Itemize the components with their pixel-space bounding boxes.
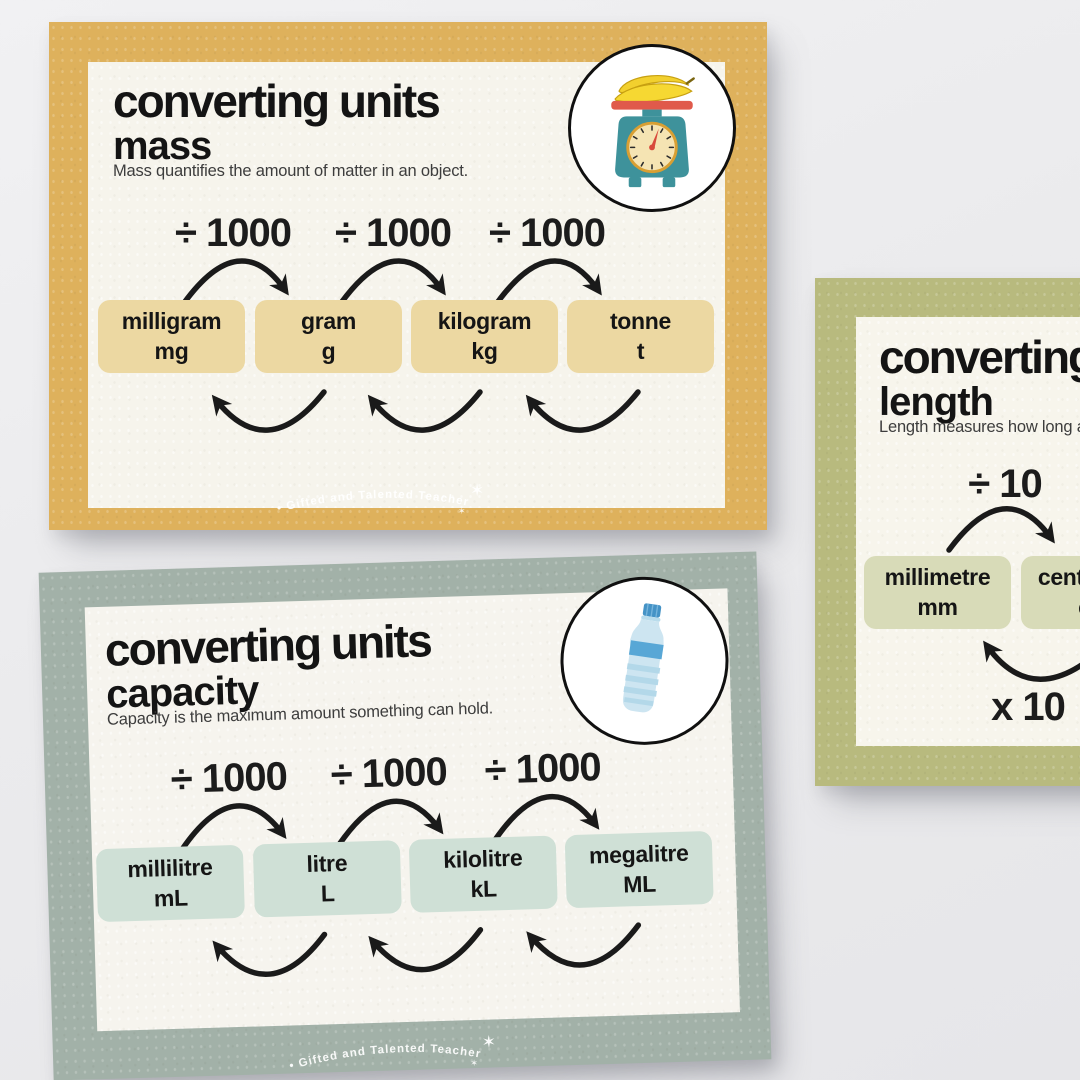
- poster-mass: converting units mass Mass quantifies th…: [49, 22, 767, 530]
- unit-name: milligram: [121, 308, 222, 334]
- unit-box: kilogram kg: [411, 300, 558, 373]
- divide-label: ÷ 1000: [484, 745, 602, 793]
- multiply-label: x 10: [991, 685, 1066, 729]
- unit-name: litre: [306, 849, 348, 877]
- dial-ticks: [629, 125, 675, 170]
- watermark-star: ✶: [470, 1058, 478, 1068]
- poster-subtitle: mass: [113, 124, 212, 168]
- watermark: • Gifted and Talented Teacher ✶ ✶: [288, 1032, 497, 1073]
- unit-box: gram g: [255, 300, 402, 373]
- unit-box: tonne t: [567, 300, 714, 373]
- scale-plate: [611, 100, 693, 110]
- unit-box: centimetre cm: [1021, 556, 1080, 629]
- unit-symbol: ML: [622, 870, 657, 898]
- divide-label: ÷ 1000: [488, 211, 606, 255]
- kitchen-scale-icon: [611, 75, 695, 188]
- unit-name: megalitre: [588, 839, 689, 869]
- divide-label: ÷ 1000: [170, 754, 288, 802]
- poster-title: converting units: [879, 331, 1080, 383]
- unit-symbol: t: [636, 338, 645, 364]
- watermark: • Gifted and Talented Teacher ✶ ✶: [276, 481, 484, 516]
- divide-label: ÷ 1000: [334, 211, 452, 255]
- unit-name: kilogram: [437, 308, 532, 334]
- unit-box: millilitre mL: [95, 844, 245, 923]
- svg-text:• Gifted and Talented Teacher: • Gifted and Talented Teacher: [276, 489, 470, 515]
- unit-symbol: mL: [153, 884, 189, 912]
- unit-box: milligram mg: [98, 300, 245, 373]
- unit-symbol: mm: [917, 594, 958, 620]
- divide-label: ÷ 10: [968, 462, 1043, 506]
- unit-symbol: mg: [154, 338, 189, 364]
- watermark-star: ✶: [470, 481, 484, 500]
- poster-description: Mass quantifies the amount of matter in …: [113, 162, 469, 180]
- unit-box: millimetre mm: [864, 556, 1011, 629]
- svg-text:• Gifted and Talented Teacher: • Gifted and Talented Teacher: [288, 1041, 483, 1073]
- unit-name: millimetre: [884, 564, 991, 590]
- water-bottle-icon: [622, 603, 664, 713]
- watermark-star: ✶: [458, 506, 466, 516]
- poster-title: converting units: [104, 614, 432, 676]
- watermark-star: ✶: [481, 1032, 496, 1051]
- poster-subtitle: length: [879, 380, 994, 424]
- unit-box: litre L: [252, 840, 402, 918]
- unit-box: megalitre ML: [564, 830, 714, 909]
- unit-name: tonne: [609, 308, 672, 334]
- divide-label: ÷ 1000: [174, 211, 292, 255]
- unit-name: gram: [300, 308, 357, 334]
- icon-badge: [568, 44, 736, 212]
- unit-symbol: kg: [471, 338, 498, 364]
- unit-name: kilolitre: [442, 844, 523, 873]
- unit-symbol: kL: [470, 875, 498, 903]
- poster-length: converting units length Length measures …: [815, 278, 1080, 786]
- bananas-icon: [614, 75, 695, 103]
- unit-symbol: L: [320, 880, 336, 907]
- unit-box: kilolitre kL: [408, 835, 558, 913]
- dial-needle: [649, 128, 659, 150]
- poster-title: converting units: [113, 75, 441, 127]
- bottle-label: [628, 640, 664, 660]
- poster-description: Length measures how long an object is.: [879, 418, 1080, 436]
- divide-label: ÷ 1000: [330, 749, 448, 798]
- unit-symbol: cm: [1078, 593, 1080, 622]
- unit-name: centimetre: [1037, 564, 1080, 590]
- poster-capacity: converting units capacity Capacity is th…: [38, 551, 772, 1080]
- unit-symbol: g: [321, 338, 336, 364]
- unit-name: millilitre: [126, 853, 213, 883]
- icon-badge: [558, 574, 731, 748]
